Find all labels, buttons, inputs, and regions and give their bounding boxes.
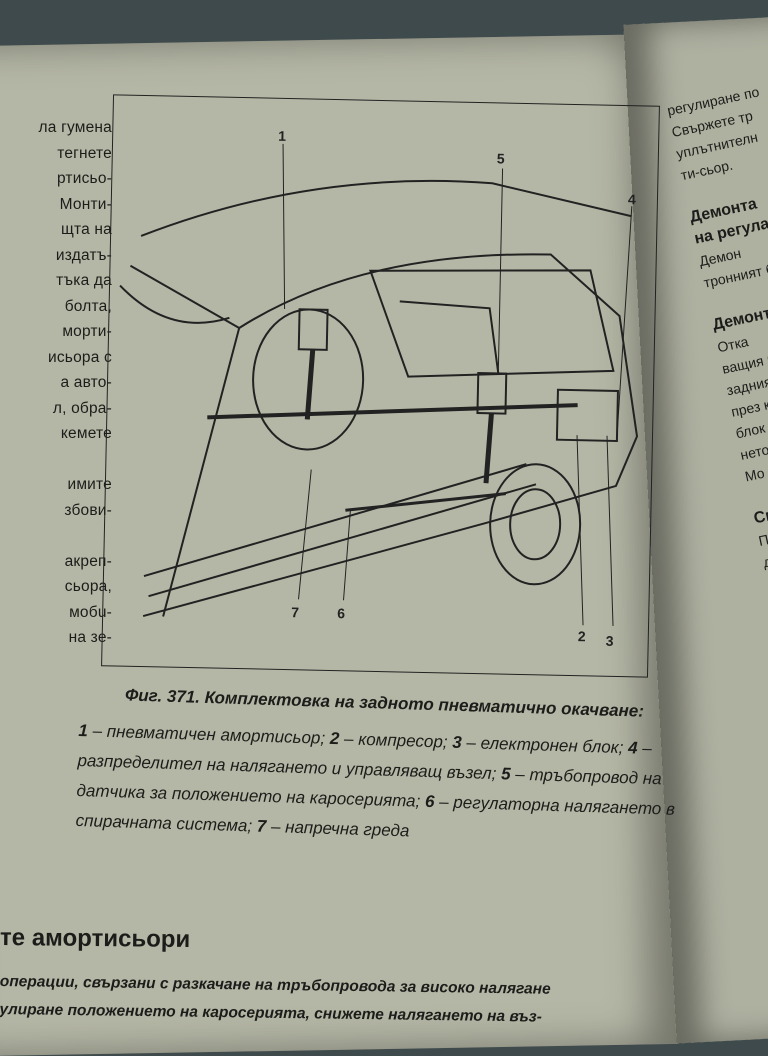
text-line: Монти- [59,195,112,213]
callout-4: 4 [628,191,636,207]
text-line: тегнете [57,144,112,162]
text-line: тъка да [56,272,112,289]
rear-suspension-diagram: 1 5 4 7 6 2 3 [119,128,639,649]
left-column-text: ла гумена тегнете ртисьо- Монти-щта на издат… [2,115,112,651]
callout-3: 3 [606,633,614,649]
body-text: операции, свързани с разкачане на тръбоп… [0,968,551,1032]
section-heading: те амортисьори [0,924,191,953]
legend-text: – електронен блок; [461,733,629,758]
callout-7: 7 [291,604,299,620]
text-line: мобu- [69,603,112,621]
callout-5: 5 [497,150,505,166]
text-line: на зе- [68,629,112,646]
text-line: исьора с [47,348,112,366]
text-line: болта, [64,297,112,315]
text-line [2,523,112,549]
text-line: ртисьо- [56,170,112,187]
text-line: морти- [62,323,112,340]
callout-6: 6 [337,605,345,621]
figure-371: 1 5 4 7 6 2 3 [101,94,660,678]
callout-1: 1 [278,128,286,144]
legend-text: – напречна греда [266,816,410,841]
text-line: акреп- [64,552,112,570]
text-line: сьора, [64,578,112,595]
text-line: щта на [61,221,112,238]
text-line: а авто- [60,374,112,391]
legend-text: – компресор; [339,729,453,752]
text-line: издатъ- [55,246,112,264]
text-line: имите [67,476,112,493]
callout-2: 2 [578,628,586,644]
text-line: ла гумена [38,119,112,136]
caption-legend: 1 – пневматичен амортисьор; 2 – компресо… [75,716,688,855]
text-line: збови- [64,501,112,519]
text-line [2,447,112,473]
figure-caption: Фиг. 371. Комплектовка на задното пневма… [75,682,690,855]
text-line: кемете [60,425,112,442]
legend-text: – пневматичен амортисьор; [87,721,331,748]
text-line: л, обра- [52,399,112,417]
